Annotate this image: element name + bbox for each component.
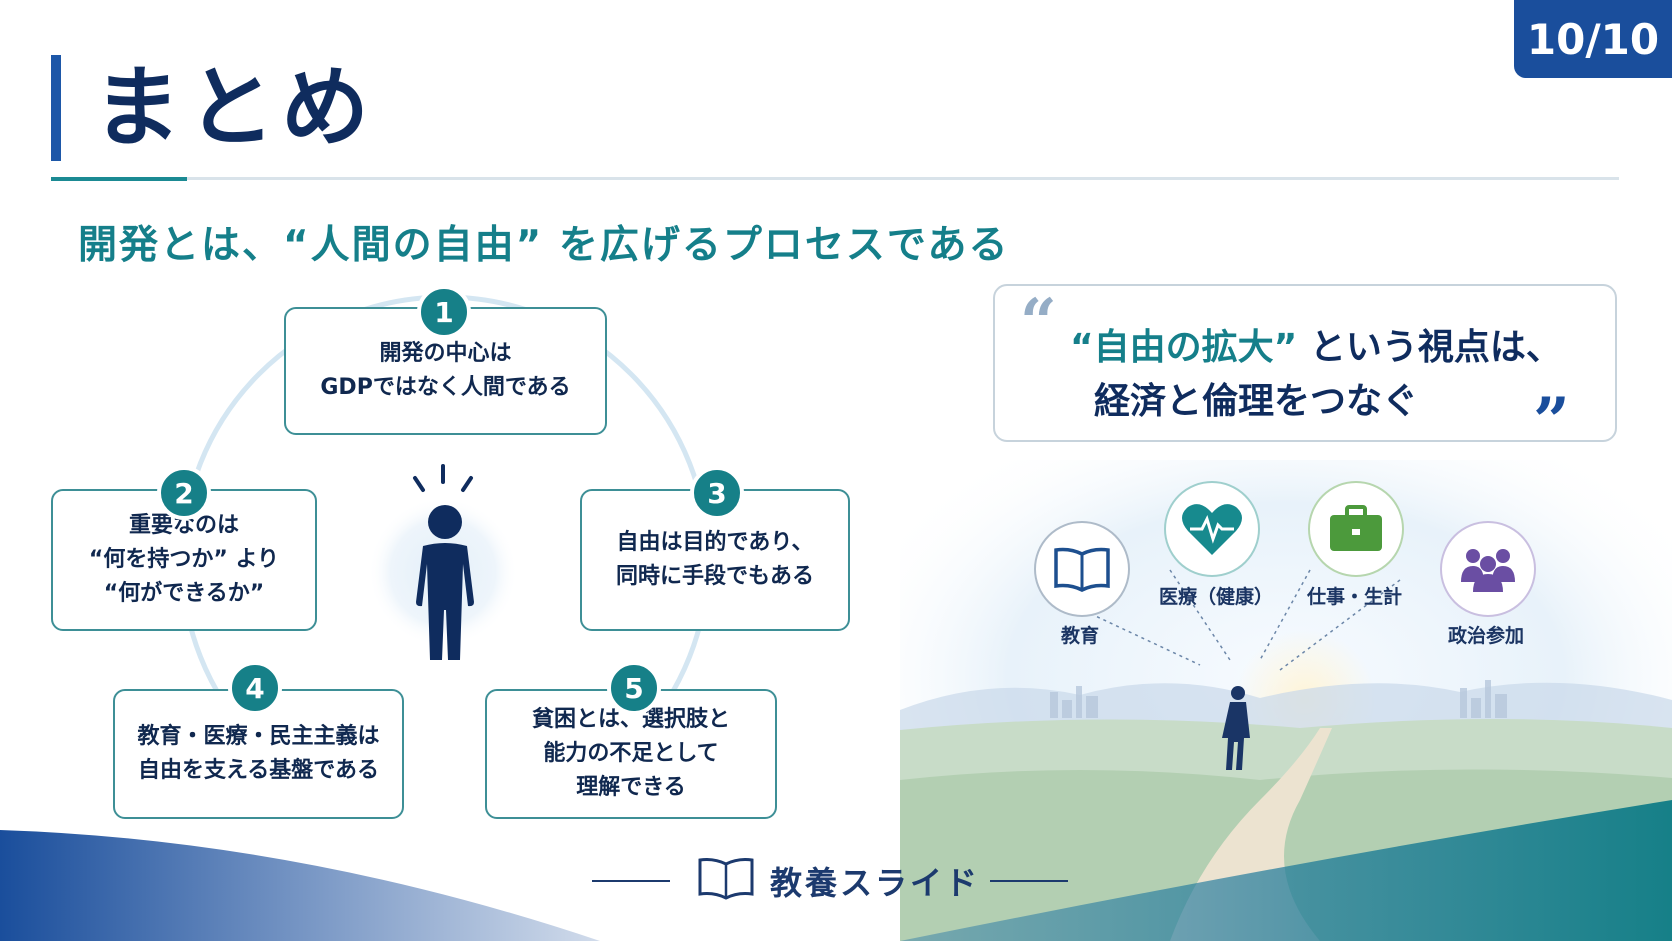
subtitle: 開発とは、“人間の自由” を広げるプロセスである — [78, 223, 1010, 268]
point-4-line-1: 教育・医療・民主主義は — [137, 724, 380, 749]
point-5-line-3: 理解できる — [576, 775, 686, 800]
pillar-label-politics: 政治参加 — [1448, 625, 1525, 647]
heart-pulse-icon — [1182, 504, 1242, 555]
footer-brand: 教養スライド — [592, 852, 1072, 904]
briefcase-icon — [1330, 505, 1382, 551]
quote-highlight: “自由の拡大” — [1070, 327, 1298, 368]
page-title: まとめ — [93, 56, 376, 159]
point-5-line-2: 能力の不足として — [543, 741, 719, 766]
point-1-line-2: GDPではなく人間である — [320, 375, 571, 400]
footer-line-right — [990, 880, 1068, 882]
page-indicator: 10/10 — [1514, 0, 1672, 78]
footer-brand-text: 教養スライド — [770, 864, 981, 902]
quote-line-1: “自由の拡大” という視点は、 — [1070, 318, 1562, 370]
pillar-education — [1034, 521, 1130, 617]
pillar-politics — [1440, 521, 1536, 617]
book-icon — [698, 858, 754, 900]
point-3-line-2: 同時に手段でもある — [615, 564, 814, 589]
point-1-number: 1 — [417, 285, 471, 339]
point-4-line-2: 自由を支える基盤である — [137, 758, 380, 783]
title-divider — [51, 177, 1619, 180]
point-2-number: 2 — [157, 466, 211, 520]
pillar-livelihood — [1308, 481, 1404, 577]
open-quote-mark: “ — [1020, 285, 1057, 360]
pillar-label-livelihood: 仕事・生計 — [1307, 586, 1403, 608]
pillar-label-health: 医療（健康） — [1159, 586, 1274, 608]
point-3-number: 3 — [690, 466, 744, 520]
point-2-line-2: “何を持つか” より — [88, 547, 280, 572]
footer-line-left — [592, 880, 670, 882]
footer-wave — [0, 800, 1672, 941]
quote-box — [993, 284, 1617, 442]
point-1-line-1: 開発の中心は — [379, 341, 512, 366]
title-accent-bar — [51, 55, 61, 161]
pillar-label-education: 教育 — [1061, 625, 1100, 647]
point-4-number: 4 — [228, 661, 282, 715]
point-card-2: 重要なのは “何を持つか” より “何ができるか” — [51, 489, 317, 631]
people-icon — [1461, 549, 1515, 592]
person-icon — [368, 464, 518, 660]
point-3-line-1: 自由は目的であり、 — [616, 530, 814, 555]
title-divider-accent — [51, 177, 187, 181]
book-icon — [1054, 547, 1110, 592]
close-quote-mark: ” — [1533, 384, 1570, 459]
quote-line-2: 経済と倫理をつなぐ — [1094, 381, 1419, 422]
point-5-number: 5 — [607, 661, 661, 715]
point-2-line-3: “何ができるか” — [103, 581, 265, 606]
quote-line-1-rest: という視点は、 — [1297, 327, 1562, 368]
pillar-health — [1164, 481, 1260, 577]
